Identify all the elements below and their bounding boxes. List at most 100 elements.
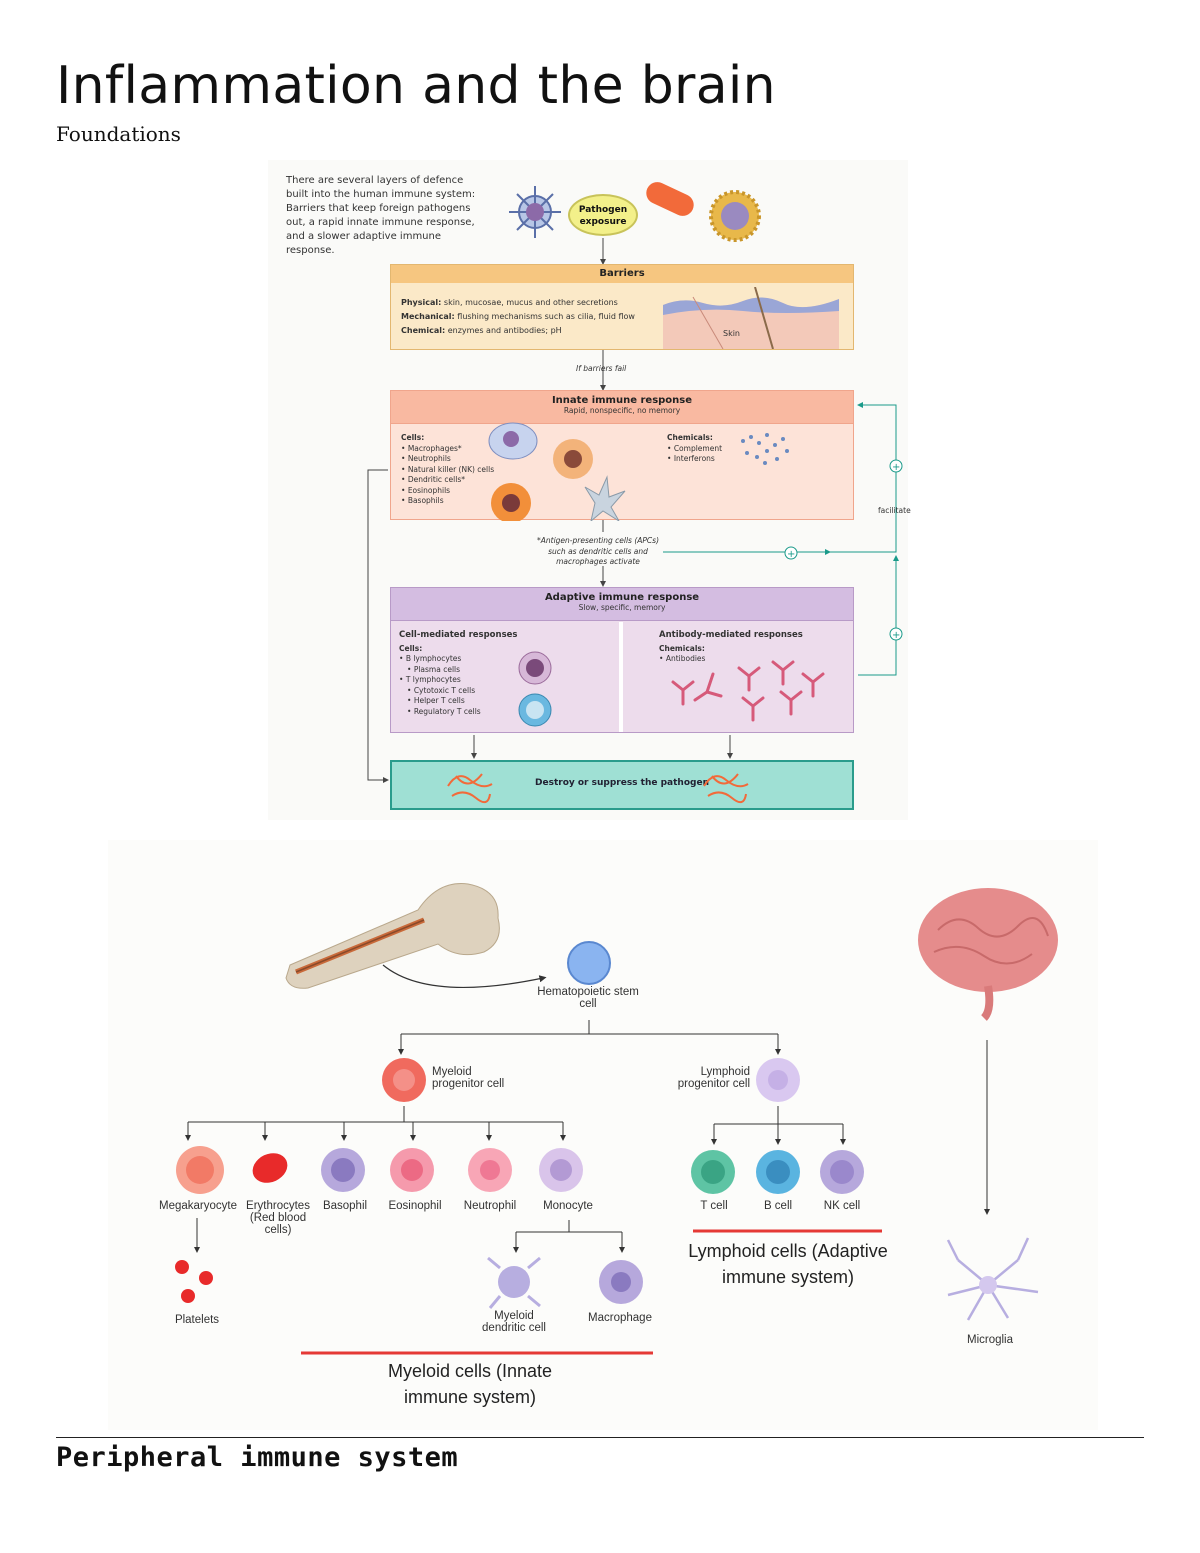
coronavirus-icon: [709, 190, 761, 242]
lymphoid-group-label: Lymphoid cells (Adaptive immune system): [688, 1241, 888, 1287]
innate-chemicals-label: Chemicals:: [667, 433, 713, 442]
macrophage-icon: [599, 1260, 643, 1304]
skin-label: Skin: [723, 329, 741, 338]
chemical-label: Chemical:: [401, 326, 446, 335]
lymphocyte-illustration: [518, 651, 552, 727]
bone-icon: [285, 883, 500, 989]
skin-illustration: [663, 287, 839, 349]
cytotoxic-text: Cytotoxic T cells: [413, 685, 476, 695]
neutrophil-label: Neutrophil: [463, 1200, 517, 1212]
myeloid-progenitor-label: Myeloid progenitor cell: [432, 1066, 505, 1090]
brain-icon: [918, 888, 1058, 1021]
if-barriers-fail-text: If barriers fail: [576, 364, 627, 373]
physical-text: skin, mucosae, mucus and other secretion…: [443, 298, 618, 307]
microglia-icon: [946, 1237, 1039, 1321]
erythrocyte-icon: [252, 1153, 288, 1183]
erythrocytes-label: Erythrocytes (Red blood cells): [246, 1200, 310, 1236]
innate-chemical-item: • Complement: [667, 443, 723, 453]
mechanical-text: flushing mechanisms such as cilia, fluid…: [457, 312, 635, 321]
innate-chemical-item: • Interferons: [667, 454, 715, 463]
myeloid-progenitor-icon: [382, 1058, 426, 1102]
b-lymphocytes-text: B lymphocytes: [405, 654, 462, 663]
dendritic-cell-label: Myeloid dendritic cell: [482, 1310, 546, 1334]
innate-cell-item: • Natural killer (NK) cells: [401, 464, 495, 474]
neutrophil-icon: [468, 1148, 512, 1192]
monocyte-label: Monocyte: [543, 1200, 593, 1212]
adaptive-divider: [619, 622, 623, 732]
adaptive-title: Adaptive immune response: [544, 592, 700, 603]
microglia-label: Microglia: [966, 1334, 1013, 1346]
apc-note: *Antigen-presenting cells (APCs) such as…: [537, 536, 659, 566]
b-cell-label: B cell: [763, 1200, 793, 1212]
section-divider: [56, 1437, 1144, 1438]
myeloid-group-label: Myeloid cells (Innate immune system): [387, 1361, 553, 1407]
destroy-text: Destroy or suppress the pathogen: [535, 778, 709, 788]
lymphoid-progenitor-label: Lymphoid progenitor cell: [677, 1066, 750, 1090]
innate-cell-item: • Dendritic cells*: [401, 475, 465, 484]
innate-cell-item: • Neutrophils: [401, 454, 451, 463]
t-cell-label: T cell: [700, 1200, 728, 1212]
svg-text:+: +: [892, 630, 900, 641]
pathogen-icons: [509, 182, 761, 242]
innate-title: Innate immune response: [551, 395, 693, 406]
destroyed-pathogen-icon: [703, 773, 749, 804]
section-heading: Peripheral immune system: [56, 1442, 459, 1473]
dendritic-cell-icon: [487, 1256, 541, 1309]
b-cell-icon: [756, 1150, 800, 1194]
t-lymphocytes-text: T lymphocytes: [405, 675, 461, 684]
svg-text:+: +: [787, 549, 795, 560]
basophil-icon: [321, 1148, 365, 1192]
hematopoietic-stem-cell-label: Hematopoietic stem cell: [537, 986, 639, 1010]
eosinophil-icon: [390, 1148, 434, 1192]
destroy-pathogen-box: Destroy or suppress the pathogen: [390, 760, 854, 810]
hematopoiesis-diagram: [175, 883, 1058, 1355]
regulatory-text: Regulatory T cells: [413, 706, 481, 716]
megakaryocyte-icon: [176, 1146, 224, 1194]
plasma-cells-text: Plasma cells: [413, 664, 461, 674]
svg-text:+: +: [892, 462, 900, 473]
innate-cell-item: • Eosinophils: [401, 485, 451, 495]
antibody-mediated-title: Antibody-mediated responses: [659, 630, 803, 640]
nk-cell-label: NK cell: [823, 1200, 861, 1212]
adaptive-cells-label: Cells:: [399, 643, 423, 653]
megakaryocyte-label: Megakaryocyte: [159, 1200, 237, 1212]
eosinophil-label: Eosinophil: [388, 1200, 442, 1212]
destroyed-pathogen-icon: [447, 773, 493, 804]
t-cell-icon: [691, 1150, 735, 1194]
pathogen-exposure-oval: Pathogen exposure: [568, 194, 638, 236]
nk-cell-icon: [820, 1150, 864, 1194]
innate-header: Innate immune response Rapid, nonspecifi…: [391, 391, 853, 424]
antibody-illustration: [671, 660, 825, 722]
basophil-label: Basophil: [322, 1200, 368, 1212]
adaptive-subtitle: Slow, specific, memory: [578, 603, 666, 612]
innate-subtitle: Rapid, nonspecific, no memory: [563, 406, 681, 415]
innate-cells-label: Cells:: [401, 433, 425, 442]
barriers-title: Barriers: [391, 265, 853, 283]
adaptive-header: Adaptive immune response Slow, specific,…: [391, 588, 853, 621]
page-subtitle: Foundations: [56, 122, 181, 146]
adaptive-response-box: Adaptive immune response Slow, specific,…: [390, 587, 854, 733]
figure-intro-text: There are several layers of defence buil…: [286, 175, 476, 256]
cell-mediated-title: Cell-mediated responses: [399, 630, 518, 640]
bacteria-icon: [646, 182, 694, 216]
platelets-label: Platelets: [174, 1314, 220, 1326]
platelets-icon: [175, 1260, 213, 1303]
innate-response-box: Innate immune response Rapid, nonspecifi…: [390, 390, 854, 521]
lymphoid-progenitor-icon: [756, 1058, 800, 1102]
figure1-arrows: + + +: [367, 238, 903, 783]
facilitate-label: facilitate: [878, 506, 911, 515]
page-title: Inflammation and the brain: [56, 56, 776, 116]
helper-text: Helper T cells: [413, 696, 465, 705]
antibodies-text: Antibodies: [665, 654, 706, 663]
chemical-text: enzymes and antibodies; pH: [447, 326, 562, 335]
macrophage-label: Macrophage: [588, 1312, 652, 1324]
mechanical-label: Mechanical:: [401, 312, 455, 321]
chemical-dots-illustration: [741, 433, 789, 465]
barriers-box: Barriers Physical: skin, mucosae, mucus …: [390, 264, 854, 350]
innate-cells-illustration: [488, 422, 626, 521]
monocyte-icon: [539, 1148, 583, 1192]
innate-cell-item: • Basophils: [401, 496, 444, 505]
physical-label: Physical:: [401, 298, 442, 307]
innate-cell-item: • Macrophages*: [401, 443, 462, 453]
virus-icon: [509, 186, 561, 238]
